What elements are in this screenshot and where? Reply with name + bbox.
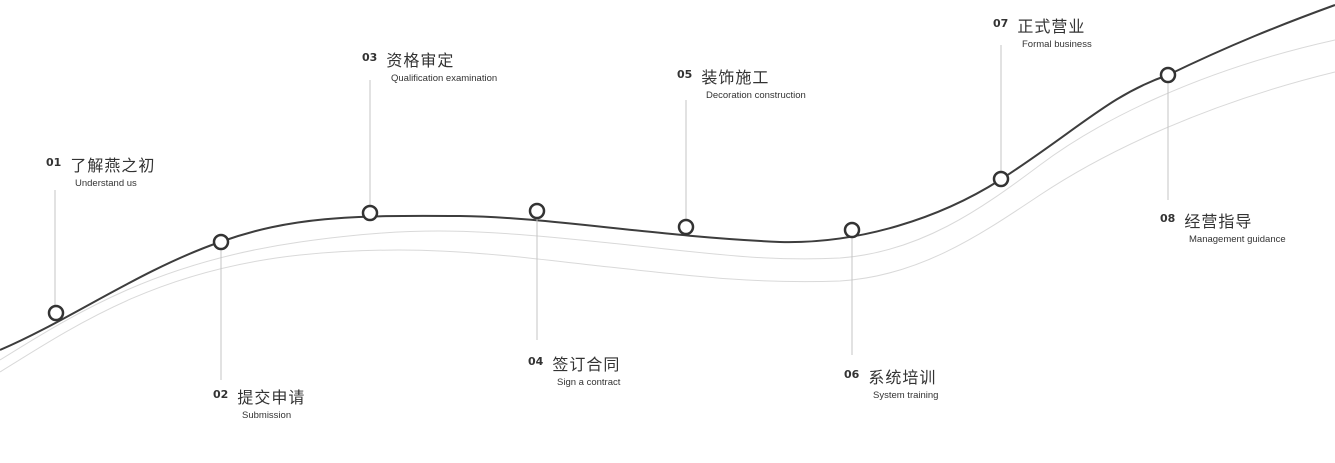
main-curve [0,4,1335,351]
step-05-label: 05 装饰施工 Decoration construction [677,68,806,101]
step-number: 06 [844,368,860,381]
step-number: 07 [993,17,1009,30]
node-01 [47,304,65,322]
light-curve-upper [0,39,1335,361]
node-02 [212,233,230,251]
node-05 [677,218,695,236]
step-title-en: Formal business [1022,39,1092,50]
step-title-cn: 资格审定 [386,51,455,70]
step-number: 02 [213,388,229,401]
step-08-label: 08 经营指导 Management guidance [1160,212,1286,245]
step-04-label: 04 签订合同 Sign a contract [528,355,620,388]
step-title-en: System training [873,390,939,401]
node-07 [992,170,1010,188]
step-number: 05 [677,68,693,81]
step-01-label: 01 了解燕之初 Understand us [46,156,155,189]
step-07-label: 07 正式营业 Formal business [993,17,1092,50]
step-title-cn: 了解燕之初 [70,156,156,175]
node-04 [528,202,546,220]
step-title-en: Decoration construction [706,90,806,101]
node-08 [1159,66,1177,84]
step-03-label: 03 资格审定 Qualification examination [362,51,497,84]
step-title-cn: 提交申请 [237,388,306,407]
step-title-en: Sign a contract [557,377,621,388]
step-title-cn: 签订合同 [552,355,621,374]
step-title-cn: 经营指导 [1184,212,1253,231]
step-number: 03 [362,51,378,64]
step-06-label: 06 系统培训 System training [844,368,938,401]
step-title-cn: 系统培训 [868,368,937,387]
step-number: 04 [528,355,544,368]
step-02-label: 02 提交申请 Submission [213,388,305,421]
step-title-en: Management guidance [1189,234,1286,245]
step-number: 08 [1160,212,1176,225]
step-number: 01 [46,156,62,169]
step-title-en: Qualification examination [391,73,498,84]
light-curve-lower [0,71,1335,373]
node-03 [361,204,379,222]
step-title-cn: 正式营业 [1017,17,1086,36]
step-title-en: Submission [242,410,292,421]
step-title-cn: 装饰施工 [701,68,770,87]
node-06 [843,221,861,239]
step-title-en: Understand us [75,178,137,189]
